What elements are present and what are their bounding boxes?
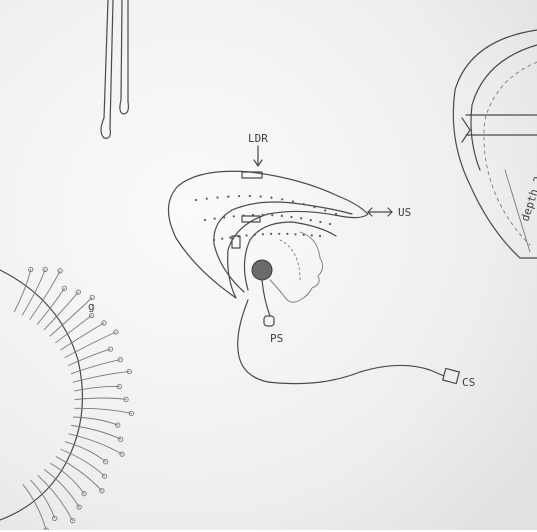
dotted-row-dot (204, 219, 206, 221)
dotted-row-dot (262, 214, 264, 216)
dotted-row-dot (290, 216, 292, 218)
dotted-row-dot (294, 233, 296, 235)
dotted-row-dot (213, 239, 215, 241)
dotted-row-dot (319, 235, 321, 237)
dotted-row-dot (227, 196, 229, 198)
cs-label: CS (462, 376, 475, 389)
dotted-row-dot (221, 238, 223, 240)
dotted-row-dot (233, 215, 235, 217)
g-label: g (88, 300, 95, 313)
dotted-row-dot (313, 206, 315, 208)
dotted-row-dot (238, 195, 240, 197)
dotted-row-dot (195, 199, 197, 201)
dotted-row-dot (262, 233, 264, 235)
dotted-row-dot (260, 195, 262, 197)
dotted-row-dot (300, 217, 302, 219)
dotted-row-dot (270, 233, 272, 235)
dotted-row-dot (292, 200, 294, 202)
dotted-row-dot (281, 215, 283, 217)
sensor-dot (252, 260, 272, 280)
dotted-row-dot (319, 221, 321, 223)
dotted-row-dot (311, 234, 313, 236)
dotted-row-dot (249, 195, 251, 197)
dotted-row-dot (254, 234, 256, 236)
dotted-row-dot (229, 236, 231, 238)
dotted-row-dot (329, 223, 331, 225)
dotted-row-dot (206, 198, 208, 200)
dotted-row-dot (324, 209, 326, 211)
dotted-row-dot (246, 234, 248, 236)
dotted-row-dot (271, 214, 273, 216)
us-label: US (398, 206, 411, 219)
dotted-row-dot (335, 213, 337, 215)
dotted-row-dot (223, 216, 225, 218)
dotted-row-dot (303, 203, 305, 205)
ldr-label: LDR (248, 132, 268, 145)
dotted-row-dot (310, 219, 312, 221)
dotted-row-dot (214, 218, 216, 220)
dotted-row-dot (278, 233, 280, 235)
dotted-row-dot (216, 196, 218, 198)
dotted-row-dot (270, 197, 272, 199)
dotted-row-dot (286, 233, 288, 235)
ps-label: PS (270, 332, 283, 345)
dotted-row-dot (281, 198, 283, 200)
